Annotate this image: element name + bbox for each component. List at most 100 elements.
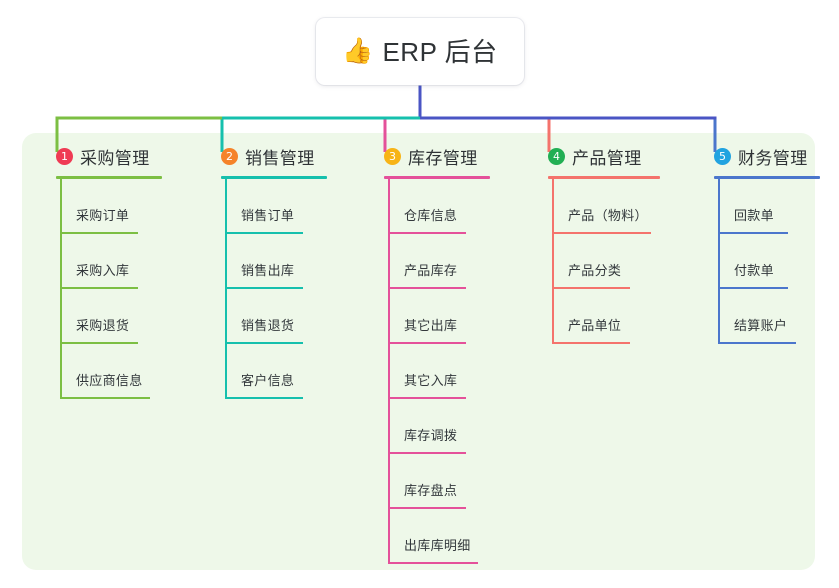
root-node-content: 👍 ERP 后台 — [342, 32, 497, 69]
leaf-label: 销售退货 — [241, 318, 295, 333]
branch-title-3: 库存管理 — [408, 148, 478, 168]
branch-badge-1: 1 — [56, 147, 73, 165]
branch-column-5: 5 财务管理回款单付款单结算账户 — [698, 144, 839, 344]
leaf-item[interactable]: 产品分类 — [532, 234, 692, 289]
branch-spine-4 — [552, 179, 554, 344]
root-node[interactable]: 👍 ERP 后台 — [316, 18, 524, 85]
leaf-label: 采购订单 — [76, 208, 130, 223]
branch-header-4[interactable]: 4 产品管理 — [532, 144, 692, 168]
branch-header-3[interactable]: 3 库存管理 — [368, 144, 518, 168]
branch-spine-5 — [718, 179, 720, 344]
leaf-list-2: 销售订单销售出库销售退货客户信息 — [205, 179, 355, 399]
branch-badge-4: 4 — [548, 147, 565, 165]
leaf-item[interactable]: 库存盘点 — [368, 454, 518, 509]
leaf-underline — [225, 232, 303, 234]
leaf-item[interactable]: 结算账户 — [698, 289, 839, 344]
leaf-label: 结算账户 — [734, 318, 788, 333]
leaf-item[interactable]: 产品单位 — [532, 289, 692, 344]
leaf-item[interactable]: 供应商信息 — [40, 344, 190, 399]
branch-underline-4 — [548, 176, 660, 179]
branch-badge-2: 2 — [221, 147, 238, 165]
leaf-underline — [388, 397, 466, 399]
branch-underline-2 — [221, 176, 327, 179]
branch-header-2[interactable]: 2 销售管理 — [205, 144, 355, 168]
leaf-label: 其它入库 — [404, 373, 458, 388]
leaf-list-4: 产品（物料） 产品分类产品单位 — [532, 179, 692, 344]
leaf-underline — [552, 342, 630, 344]
leaf-underline — [718, 232, 788, 234]
branch-title-1: 采购管理 — [80, 148, 150, 168]
leaf-item[interactable]: 回款单 — [698, 179, 839, 234]
leaf-item[interactable]: 库存调拨 — [368, 399, 518, 454]
leaf-item[interactable]: 仓库信息 — [368, 179, 518, 234]
leaf-underline — [225, 342, 303, 344]
branch-underline-3 — [384, 176, 490, 179]
leaf-item[interactable]: 其它出库 — [368, 289, 518, 344]
leaf-item[interactable]: 采购退货 — [40, 289, 190, 344]
leaf-label: 客户信息 — [241, 373, 295, 388]
leaf-label: 出库库明细 — [404, 538, 471, 553]
branch-spine-2 — [225, 179, 227, 399]
leaf-underline — [718, 287, 788, 289]
leaf-label: 其它出库 — [404, 318, 458, 333]
diagram-panel — [22, 133, 815, 570]
leaf-underline — [718, 342, 796, 344]
leaf-item[interactable]: 销售出库 — [205, 234, 355, 289]
leaf-underline — [552, 287, 630, 289]
leaf-label: 销售出库 — [241, 263, 295, 278]
thumbs-up-icon: 👍 — [342, 36, 374, 65]
leaf-item[interactable]: 产品（物料） — [532, 179, 692, 234]
branch-column-3: 3 库存管理仓库信息产品库存其它出库其它入库库存调拨库存盘点出库库明细 — [368, 144, 518, 564]
leaf-label: 销售订单 — [241, 208, 295, 223]
leaf-label: 回款单 — [734, 208, 774, 223]
branch-column-4: 4 产品管理产品（物料） 产品分类产品单位 — [532, 144, 692, 344]
branch-badge-5: 5 — [714, 147, 731, 165]
leaf-item[interactable]: 销售订单 — [205, 179, 355, 234]
root-title: ERP 后台 — [382, 37, 498, 67]
leaf-item[interactable]: 采购订单 — [40, 179, 190, 234]
branch-spine-3 — [388, 179, 390, 564]
leaf-item[interactable]: 付款单 — [698, 234, 839, 289]
leaf-label: 付款单 — [734, 263, 774, 278]
branch-underline-1 — [56, 176, 162, 179]
leaf-item[interactable]: 产品库存 — [368, 234, 518, 289]
branch-header-1[interactable]: 1 采购管理 — [40, 144, 190, 168]
leaf-underline — [225, 287, 303, 289]
leaf-label: 供应商信息 — [76, 373, 143, 388]
leaf-label: 仓库信息 — [404, 208, 458, 223]
leaf-item[interactable]: 客户信息 — [205, 344, 355, 399]
leaf-label: 产品分类 — [568, 263, 622, 278]
branch-title-2: 销售管理 — [245, 148, 315, 168]
leaf-label: 产品（物料） — [568, 208, 648, 223]
branch-column-1: 1 采购管理采购订单采购入库采购退货供应商信息 — [40, 144, 190, 399]
leaf-list-1: 采购订单采购入库采购退货供应商信息 — [40, 179, 190, 399]
branch-badge-3: 3 — [384, 147, 401, 165]
leaf-underline — [552, 232, 651, 234]
branch-header-5[interactable]: 5 财务管理 — [698, 144, 839, 168]
leaf-item[interactable]: 其它入库 — [368, 344, 518, 399]
leaf-list-5: 回款单付款单结算账户 — [698, 179, 839, 344]
branch-title-5: 财务管理 — [738, 148, 808, 168]
leaf-label: 采购退货 — [76, 318, 130, 333]
leaf-underline — [388, 507, 466, 509]
leaf-label: 库存调拨 — [404, 428, 458, 443]
leaf-label: 产品库存 — [404, 263, 458, 278]
leaf-underline — [388, 562, 478, 564]
leaf-item[interactable]: 销售退货 — [205, 289, 355, 344]
branch-underline-5 — [714, 176, 820, 179]
leaf-underline — [225, 397, 303, 399]
leaf-label: 产品单位 — [568, 318, 622, 333]
leaf-item[interactable]: 出库库明细 — [368, 509, 518, 564]
leaf-list-3: 仓库信息产品库存其它出库其它入库库存调拨库存盘点出库库明细 — [368, 179, 518, 564]
leaf-underline — [388, 232, 466, 234]
branch-title-4: 产品管理 — [572, 148, 642, 168]
leaf-underline — [388, 287, 466, 289]
leaf-underline — [388, 342, 466, 344]
branch-spine-1 — [60, 179, 62, 399]
leaf-underline — [60, 287, 138, 289]
leaf-item[interactable]: 采购入库 — [40, 234, 190, 289]
leaf-underline — [388, 452, 466, 454]
leaf-label: 库存盘点 — [404, 483, 458, 498]
branch-column-2: 2 销售管理销售订单销售出库销售退货客户信息 — [205, 144, 355, 399]
